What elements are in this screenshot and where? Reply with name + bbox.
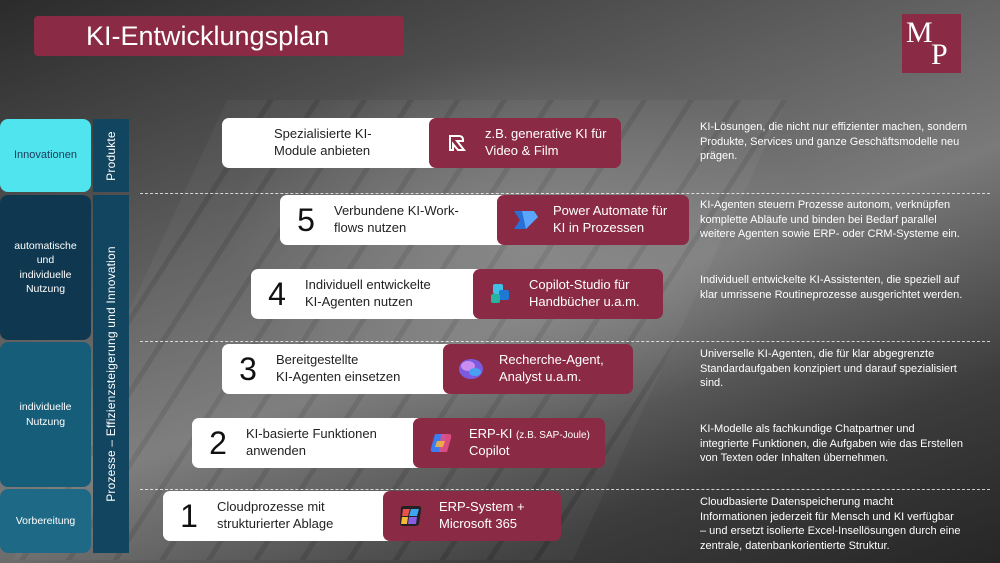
step-label: Individuell entwickelte KI-Agenten nutze… [305,277,431,309]
band-produkte: Produkte [93,119,129,192]
tool-label: Power Automate für KI in Prozessen [553,203,668,235]
tool-card-erp-system: ERP-System + Microsoft 365 [383,491,561,541]
step-card-5: 5 Verbundene KI-Work- flows nutzen [280,195,520,245]
logo-letter-p: P [931,38,948,71]
level-innovationen: Innovationen [0,119,91,192]
tool-label: Copilot-Studio für Handbücher u.a.m. [529,277,640,309]
description-1: Cloudbasierte Datenspeicherung macht Inf… [700,496,961,552]
divider [140,193,990,194]
tool-card-erp-ki: ERP-KI (z.B. SAP-Joule)Copilot [413,418,605,468]
step-number: 1 [180,497,198,534]
step-label: Spezialisierte KI- Module anbieten [274,126,372,158]
agent-icon [455,353,487,385]
step-number: 3 [239,350,257,387]
step-card-1: 1 Cloudprozesse mit strukturierter Ablag… [163,491,403,541]
description-4: Individuell entwickelte KI-Assistenten, … [700,274,963,301]
tool-card-recherche-agent: Recherche-Agent, Analyst u.a.m. [443,344,633,394]
mp-logo: M P [902,14,961,73]
level-automatische-nutzung: automatische und individuelle Nutzung [0,195,91,340]
level-vorbereitung: Vorbereitung [0,489,91,553]
tool-card-power-automate: Power Automate für KI in Prozessen [497,195,689,245]
description-5: KI-Agenten steuern Prozesse autonom, ver… [700,199,960,241]
description-3: Universelle KI-Agenten, die für klar abg… [700,348,957,390]
step-card-2: 2 KI-basierte Funktionen anwenden [192,418,432,468]
tool-card-copilot-studio: Copilot-Studio für Handbücher u.a.m. [473,269,663,319]
step-number: 2 [209,424,227,461]
description-2: KI-Modelle als fachkundige Chatpartner u… [700,423,963,465]
step-number: 5 [297,201,315,238]
step-card-3: 3 Bereitgestellte KI-Agenten einsetzen [222,344,462,394]
step-card-innovation: Spezialisierte KI- Module anbieten [222,118,452,168]
power-automate-icon [509,204,541,236]
copilot-icon [425,427,457,459]
copilot-studio-icon [485,278,517,310]
tool-label: ERP-System + Microsoft 365 [439,499,525,531]
description-innovation: KI-Lösungen, die nicht nur effizienter m… [700,121,968,163]
tool-label: ERP-KI (z.B. SAP-Joule)Copilot [469,426,590,458]
divider [140,341,990,342]
page-title: KI-Entwicklungsplan [34,16,404,56]
band-prozesse: Prozesse – Effizienzsteigerung und Innov… [93,195,129,553]
divider [140,489,990,490]
microsoft-365-icon [395,500,427,532]
level-individuelle-nutzung: individuelle Nutzung [0,342,91,487]
step-label: Cloudprozesse mit strukturierter Ablage [217,499,334,531]
step-label: KI-basierte Funktionen anwenden [246,426,377,458]
step-number: 4 [268,275,286,312]
step-card-4: 4 Individuell entwickelte KI-Agenten nut… [251,269,491,319]
tool-label: z.B. generative KI für Video & Film [485,126,607,158]
step-label: Verbundene KI-Work- flows nutzen [334,203,459,235]
tool-label: Recherche-Agent, Analyst u.a.m. [499,352,604,384]
logo-letter-m: M [906,16,933,49]
tool-card-generative-ki: z.B. generative KI für Video & Film [429,118,621,168]
step-label: Bereitgestellte KI-Agenten einsetzen [276,352,401,384]
runway-icon [441,127,473,159]
